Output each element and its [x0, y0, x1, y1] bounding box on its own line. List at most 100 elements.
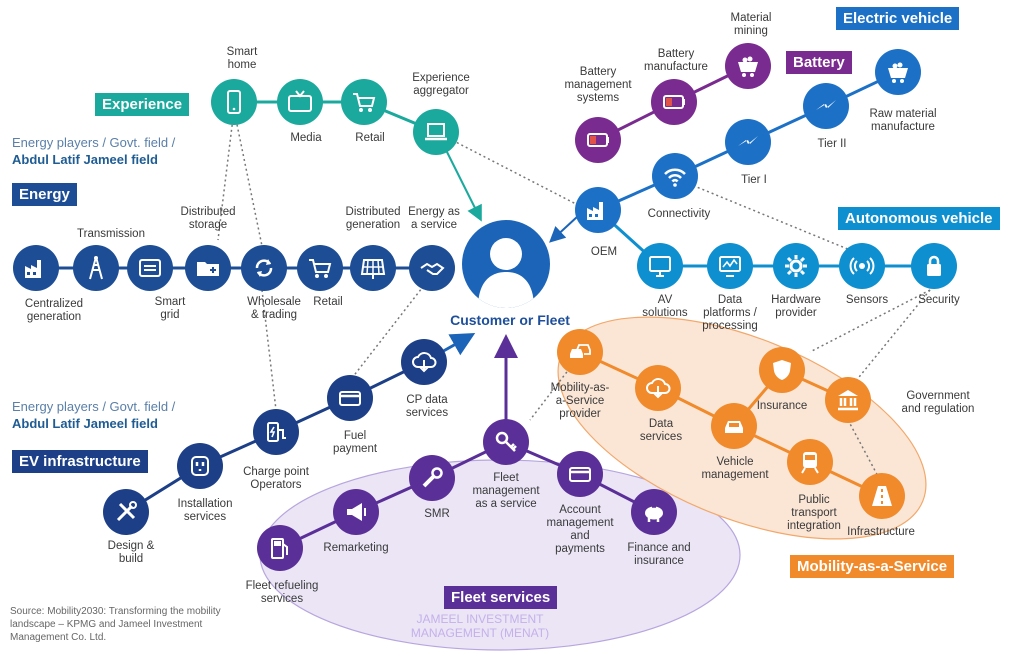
bolt-icon: [816, 100, 836, 110]
category-fleet-services: Fleet services: [444, 586, 558, 609]
label-distributed-storage: Distributed storage: [180, 206, 236, 231]
node-security: [911, 243, 957, 289]
label-data-platforms: Data platforms / processing: [702, 294, 758, 332]
phone-icon: [227, 90, 241, 114]
node-maas-data: [635, 365, 681, 411]
person-icon: [478, 238, 534, 308]
node-account-mgmt: [557, 451, 603, 497]
mine-cart-icon: [738, 56, 758, 77]
grid-icon: [139, 259, 161, 277]
label-smr: SMR: [424, 508, 450, 520]
label-infrastructure: Infrastructure: [847, 526, 915, 538]
solar-panel-icon: [360, 259, 386, 279]
label-fleet-refueling: Fleet refueling services: [245, 580, 319, 605]
chart-monitor-icon: [719, 256, 741, 277]
label-installation: Installation services: [177, 498, 233, 523]
battery-icon: [663, 95, 685, 109]
label-experience-aggregator: Experience aggregator: [412, 72, 470, 97]
cloud-download-icon: [412, 352, 437, 373]
fuel-pump-icon: [271, 538, 288, 559]
lock-icon: [927, 255, 941, 276]
node-distributed-storage: [185, 245, 231, 291]
node-distributed-generation: [350, 245, 396, 291]
socket-icon: [191, 456, 209, 476]
node-tier1: [725, 119, 771, 165]
node-smart-grid: [127, 245, 173, 291]
label-smart-home: Smart home: [226, 46, 258, 71]
energy-players-note: Energy players / Govt. field / Abdul Lat…: [12, 135, 176, 167]
label-av-solutions: AV solutions: [642, 294, 688, 319]
shield-icon: [773, 360, 791, 380]
label-public-transport: Public transport integration: [787, 494, 841, 532]
wifi-icon: [664, 168, 686, 187]
cars-icon: [570, 344, 591, 358]
node-insurance: [759, 347, 805, 393]
node-experience-retail: [341, 79, 387, 125]
category-energy: Energy: [12, 183, 77, 206]
cycle-icon: [255, 259, 273, 277]
label-insurance: Insurance: [756, 400, 808, 412]
bank-icon: [838, 390, 858, 411]
category-ev-infrastructure: EV infrastructure: [12, 450, 148, 473]
node-data-platforms: [707, 243, 753, 289]
gear-icon: [785, 255, 807, 277]
label-media: Media: [290, 132, 322, 144]
road-icon: [872, 486, 892, 506]
laptop-icon: [425, 123, 447, 141]
label-centralized-generation: Centralized generation: [24, 298, 84, 323]
car-icon: [725, 421, 743, 433]
factory-icon: [25, 260, 41, 278]
folder-plus-icon: [197, 262, 219, 276]
label-raw-material: Raw material manufacture: [869, 108, 937, 133]
node-government: [825, 377, 871, 423]
label-account-mgmt: Account management and payments: [546, 504, 614, 555]
node-charge-point: [253, 409, 299, 455]
label-maas-data: Data services: [639, 418, 683, 443]
watermark-text: JAMEEL INVESTMENT MANAGEMENT (MENAT): [410, 612, 550, 640]
category-electric-vehicle: Electric vehicle: [836, 7, 960, 30]
label-energy-retail: Retail: [313, 296, 343, 308]
node-connectivity: [652, 153, 698, 199]
label-transmission: Transmission: [77, 228, 145, 240]
node-sensors: [839, 243, 885, 289]
ev-players-note: Energy players / Govt. field / Abdul Lat…: [12, 399, 176, 431]
node-public-transport: [787, 439, 833, 485]
node-fleet-mgmt: [483, 419, 529, 465]
label-fuel-payment: Fuel payment: [332, 430, 378, 455]
wrench-icon: [422, 467, 443, 488]
label-hardware-provider: Hardware provider: [771, 294, 821, 319]
label-fleet-mgmt: Fleet management as a service: [472, 472, 540, 510]
cart-icon: [309, 259, 332, 278]
category-maas: Mobility-as-a-Service: [790, 555, 955, 578]
label-charge-point: Charge point Operators: [243, 466, 309, 491]
node-media: [277, 79, 323, 125]
label-smart-grid: Smart grid: [154, 296, 186, 321]
label-battery-manufacture: Battery manufacture: [644, 48, 708, 73]
node-av-solutions: [637, 243, 683, 289]
node-raw-material: [875, 49, 921, 95]
label-tier2: Tier II: [817, 138, 847, 150]
node-smr: [409, 455, 455, 501]
piggy-bank-icon: [645, 506, 663, 522]
node-hardware-provider: [773, 243, 819, 289]
train-icon: [801, 452, 819, 474]
node-fleet-refueling: [257, 525, 303, 571]
label-distributed-generation: Distributed generation: [345, 206, 401, 231]
cart-icon: [353, 93, 376, 112]
label-energy-as-service: Energy as a service: [408, 206, 460, 231]
monitor-icon: [649, 256, 671, 277]
label-government: Government and regulation: [901, 390, 975, 415]
node-design-build: [103, 489, 149, 535]
tools-icon: [116, 501, 137, 522]
node-fuel-payment: [327, 375, 373, 421]
mine-cart-icon: [888, 62, 908, 83]
node-energy-as-service: [409, 245, 455, 291]
tower-icon: [89, 256, 103, 280]
label-maas-provider: Mobility-as- a-Service provider: [550, 382, 610, 420]
handshake-icon: [420, 262, 445, 275]
label-tier1: Tier I: [741, 174, 767, 186]
label-connectivity: Connectivity: [647, 208, 711, 220]
label-experience-retail: Retail: [355, 132, 385, 144]
node-finance-insurance: [631, 489, 677, 535]
